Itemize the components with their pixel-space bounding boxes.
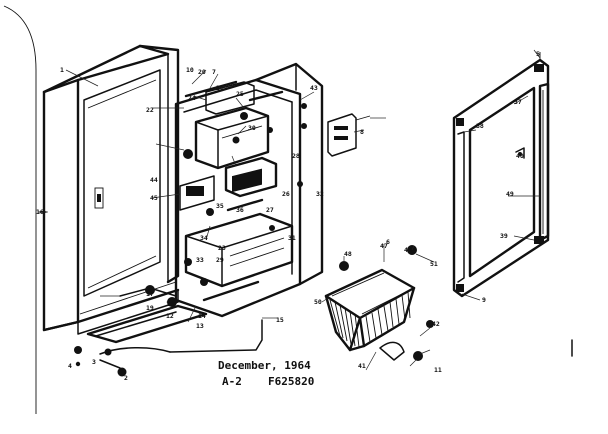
callout-29: 29 (216, 256, 224, 264)
callout-2: 2 (124, 374, 128, 382)
callout-3: 3 (92, 358, 96, 366)
callout-42: 42 (432, 320, 440, 328)
callout-26: 26 (282, 190, 290, 198)
callout-45: 45 (150, 194, 158, 202)
callout-32: 32 (316, 190, 324, 198)
callout-51: 51 (430, 260, 438, 268)
callout-30: 30 (248, 124, 256, 132)
diagram-caption: December, 1964 A-2 F625820 (218, 359, 314, 388)
callout-9: 9 (482, 296, 486, 304)
callout-14: 14 (198, 312, 206, 320)
leader-lines (38, 49, 541, 371)
callout-27: 27 (266, 206, 274, 214)
callout-43: 43 (310, 84, 318, 92)
callout-25: 25 (236, 90, 244, 98)
callout-16: 16 (36, 208, 44, 216)
callout-21: 21 (216, 84, 224, 92)
callout-23: 23 (218, 244, 226, 252)
callout-39: 39 (500, 232, 508, 240)
callout-4: 4 (68, 362, 72, 370)
callout-41: 41 (358, 362, 366, 370)
callout-34: 34 (200, 234, 208, 242)
callout-36: 36 (236, 206, 244, 214)
callout-48: 48 (344, 250, 352, 258)
callout-17: 17 (146, 290, 154, 298)
callout-18: 18 (166, 300, 174, 308)
callout-35: 35 (216, 202, 224, 210)
callout-11: 11 (434, 366, 442, 374)
callout-47: 47 (380, 242, 388, 250)
callout-22: 22 (146, 106, 154, 114)
callout-15: 15 (276, 316, 284, 324)
callout-12: 12 (166, 312, 174, 320)
part-callouts: 1 2 3 4 5 6 7 8 9 10 11 12 13 14 15 16 1… (36, 50, 540, 382)
callout-33: 33 (196, 256, 204, 264)
callout-6: 6 (386, 238, 390, 246)
callout-28: 28 (292, 152, 300, 160)
crisper-basket (324, 245, 434, 361)
caption-date: December, 1964 (218, 359, 311, 372)
side-bracket (327, 113, 371, 157)
callout-50: 50 (314, 298, 322, 306)
callout-13: 13 (196, 322, 204, 330)
callout-44: 44 (150, 176, 158, 184)
drain-tubing (74, 285, 263, 377)
callout-49: 49 (506, 190, 514, 198)
callout-38: 38 (476, 122, 484, 130)
inner-liner-assembly (174, 62, 324, 318)
callout-10: 10 (186, 66, 194, 74)
callout-1: 1 (60, 66, 64, 74)
callout-24: 24 (188, 94, 196, 102)
callout-8: 8 (360, 128, 364, 136)
caption-part-number: F625820 (268, 375, 314, 388)
callout-46: 46 (404, 246, 412, 254)
callout-20: 20 (198, 68, 206, 76)
page-edge-mark (3, 5, 37, 414)
callout-40: 40 (516, 152, 524, 160)
door-gasket-frame (452, 52, 550, 298)
callout-7: 7 (212, 68, 216, 76)
caption-page: A-2 (222, 375, 242, 388)
callout-31: 31 (288, 234, 296, 242)
callout-37: 37 (514, 98, 522, 106)
callout-19: 19 (146, 304, 154, 312)
callout-5: 5 (536, 50, 540, 58)
